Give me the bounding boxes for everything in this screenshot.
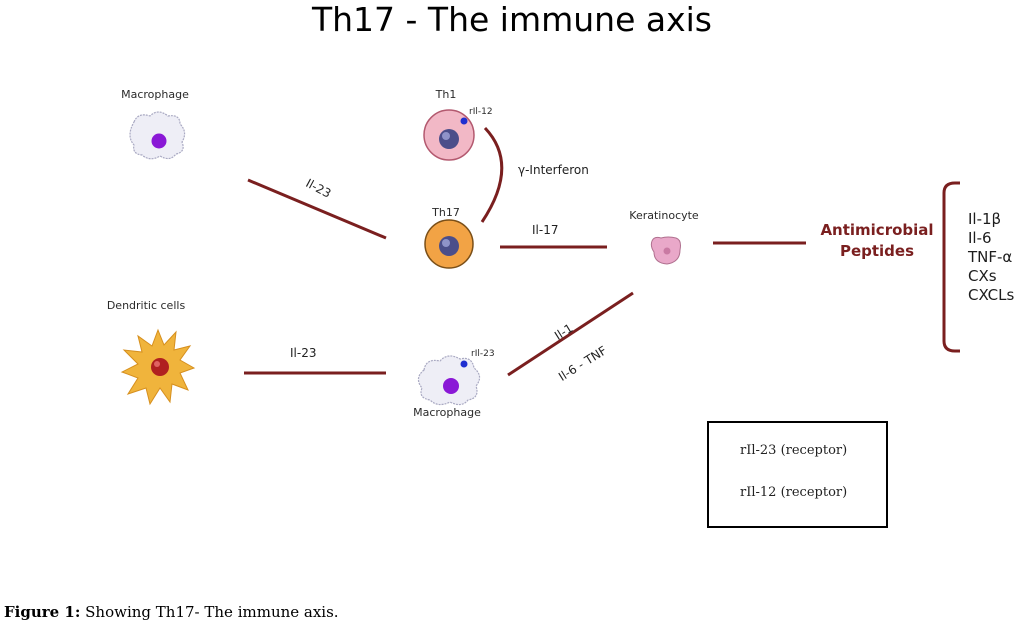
legend-row-rIl12: rIl-12 (receptor) <box>740 485 848 500</box>
macrophage-top-cell <box>129 111 186 160</box>
antimicrobial-peptides-label: Antimicrobial Peptides <box>818 220 936 262</box>
th1-receptor-label: rIl-12 <box>469 107 493 117</box>
antimicrobial-line-1: Antimicrobial <box>820 221 934 239</box>
figure-caption-label: Figure 1: <box>4 603 81 621</box>
macrophage-bottom-nucleus <box>443 378 459 394</box>
figure-caption: Figure 1: Showing Th17- The immune axis. <box>4 603 339 621</box>
line-th1-to-th17 <box>480 126 504 223</box>
keratinocyte-cell <box>650 236 681 265</box>
cytokine-item: Il-1β <box>968 210 1002 228</box>
th1-label: Th1 <box>435 88 457 101</box>
cytokine-item: TNF-α <box>968 248 1013 266</box>
th1-nucleus <box>439 129 459 149</box>
macrophage-top-nucleus <box>151 133 167 149</box>
line-macrophage-to-th17 <box>247 178 387 240</box>
cytokine-item: CXs <box>968 267 997 285</box>
th17-cell <box>424 219 474 269</box>
macrophage-top-label: Macrophage <box>121 88 189 101</box>
cytokine-bracket <box>942 181 960 353</box>
dendritic-nucleus <box>151 358 169 376</box>
dendritic-nucleus-highlight <box>154 361 160 367</box>
il17-label: Il-17 <box>532 223 559 237</box>
diagram-title: Th17 - The immune axis <box>311 0 712 39</box>
macrophage-bottom-label: Macrophage <box>413 406 481 419</box>
dendritic-cells-label: Dendritic cells <box>106 299 186 312</box>
th17-nucleus <box>439 236 459 256</box>
figure-caption-text: Showing Th17- The immune axis. <box>80 603 339 621</box>
th1-receptor-dot <box>460 117 468 125</box>
th17-nucleus-highlight <box>442 239 450 247</box>
dendritic-cell <box>120 328 196 406</box>
th1-cell <box>423 109 475 161</box>
receptor-legend: rIl-23 (receptor) rIl-12 (receptor) <box>707 421 888 528</box>
cytokine-item: CXCLs <box>968 286 1015 304</box>
gamma-interferon-label: γ-Interferon <box>518 163 589 177</box>
macrophage-receptor-label: rIl-23 <box>471 349 495 359</box>
th1-nucleus-highlight <box>442 132 450 140</box>
line-macrophage-to-keratinocyte <box>507 291 634 377</box>
keratinocyte-nucleus <box>663 247 671 255</box>
cytokine-item: Il-6 <box>968 229 992 247</box>
cytokine-list: Il-1β Il-6 TNF-α CXs CXCLs <box>968 210 1014 305</box>
antimicrobial-line-2: Peptides <box>839 242 915 260</box>
keratinocyte-label: Keratinocyte <box>629 209 699 222</box>
macrophage-bottom-cell <box>417 355 481 406</box>
macrophage-receptor-dot <box>460 360 468 368</box>
legend-row-rIl23: rIl-23 (receptor) <box>740 443 848 458</box>
il23-bottom-label: Il-23 <box>290 346 317 360</box>
th17-label: Th17 <box>432 206 460 219</box>
